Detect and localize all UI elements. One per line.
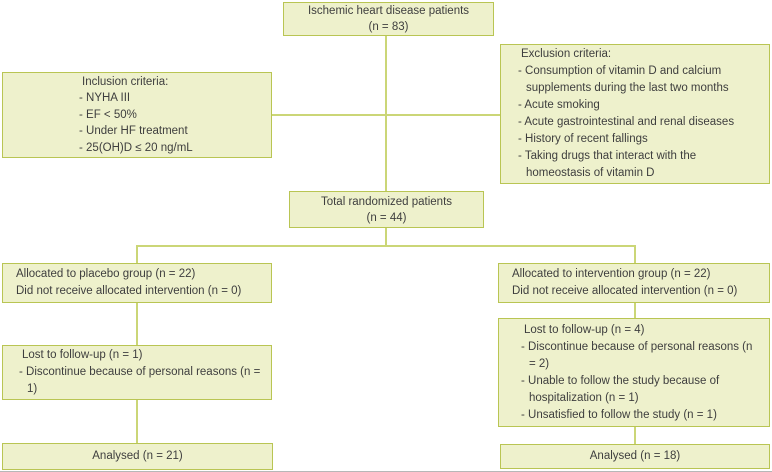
exclusion-item: - Acute smoking <box>518 99 600 111</box>
connector-intervention-to-lost <box>634 302 636 319</box>
intervention-allocation-line1: Allocated to intervention group (n = 22) <box>512 268 711 280</box>
box-intervention-allocation: Allocated to intervention group (n = 22)… <box>498 263 770 303</box>
box-intervention-analysed: Analysed (n = 18) <box>500 444 770 469</box>
intervention-allocation-line2: Did not receive allocated intervention (… <box>512 285 738 297</box>
connector-intervention-lost-to-analysed <box>634 426 636 445</box>
intervention-lost-item: - Unable to follow the study because of … <box>521 374 720 404</box>
placebo-analysed-label: Analysed (n = 21) <box>92 450 183 462</box>
box-inclusion-criteria: Inclusion criteria: - NYHA III - EF < 50… <box>2 72 272 158</box>
box-ischemic-patients-line1: Ischemic heart disease patients <box>307 5 470 17</box>
box-intervention-lost-followup: Lost to follow-up (n = 4) - Discontinue … <box>498 318 770 427</box>
box-placebo-analysed: Analysed (n = 21) <box>2 443 273 470</box>
placebo-allocation-line1: Allocated to placebo group (n = 22) <box>16 268 196 280</box>
connector-branch-to-placebo <box>136 245 138 264</box>
intervention-lost-title: Lost to follow-up (n = 4) <box>524 323 645 336</box>
box-ischemic-patients: Ischemic heart disease patients (n = 83) <box>283 2 494 36</box>
exclusion-item: - History of recent fallings <box>518 133 648 145</box>
exclusion-title: Exclusion criteria: <box>521 48 612 60</box>
box-exclusion-criteria: Exclusion criteria: - Consumption of vit… <box>500 44 770 184</box>
box-total-randomized-count: (n = 44) <box>366 211 407 224</box>
box-total-randomized: Total randomized patients (n = 44) <box>289 191 484 228</box>
inclusion-item: - NYHA III <box>79 92 131 105</box>
inclusion-item: - EF < 50% <box>79 108 137 121</box>
exclusion-item: - Acute gastrointestinal and renal disea… <box>518 116 735 128</box>
exclusion-item: - Consumption of vitamin D and calcium s… <box>518 65 729 94</box>
connector-branch-horizontal <box>136 245 636 247</box>
box-placebo-allocation: Allocated to placebo group (n = 22) Did … <box>2 263 272 303</box>
box-ischemic-patients-count: (n = 83) <box>368 21 409 33</box>
inclusion-item: - Under HF treatment <box>79 125 188 138</box>
intervention-lost-item: - Discontinue because of personal reason… <box>521 340 753 370</box>
intervention-analysed-label: Analysed (n = 18) <box>589 450 681 462</box>
box-total-randomized-line1: Total randomized patients <box>320 195 453 208</box>
intervention-lost-item: - Unsatisfied to follow the study (n = 1… <box>521 408 717 421</box>
exclusion-item: - Taking drugs that interact with the ho… <box>518 150 697 179</box>
connector-branch-to-intervention <box>634 245 636 264</box>
placebo-lost-item: - Discontinue because of personal reason… <box>19 366 261 395</box>
connector-placebo-lost-to-analysed <box>136 399 138 444</box>
connector-inclusion-to-exclusion <box>272 114 500 116</box>
connector-placebo-to-lost <box>136 302 138 346</box>
box-placebo-lost-followup: Lost to follow-up (n = 1) - Discontinue … <box>2 345 272 400</box>
inclusion-item: - 25(OH)D ≤ 20 ng/mL <box>79 141 193 154</box>
inclusion-title: Inclusion criteria: <box>82 75 169 88</box>
placebo-lost-title: Lost to follow-up (n = 1) <box>22 349 143 361</box>
connector-total-to-branch <box>385 228 387 246</box>
placebo-allocation-line2: Did not receive allocated intervention (… <box>16 285 242 297</box>
